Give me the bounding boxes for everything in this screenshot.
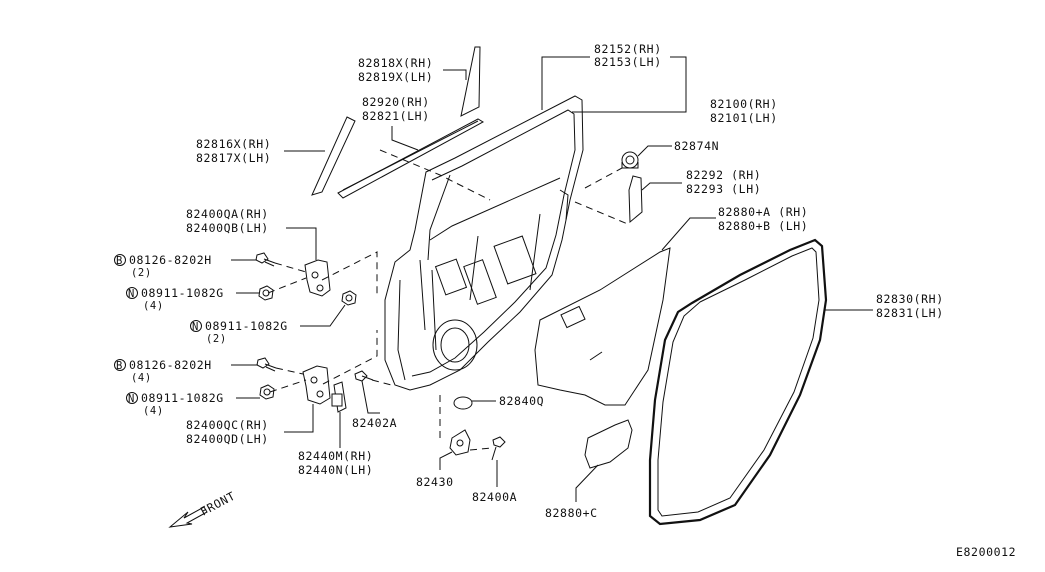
label-82400a: 82400A [472,490,517,504]
label-bolt-qty-upper: (2) [131,267,152,279]
sealing-screen-part [534,247,671,406]
label-82400qb-lh: 82400QB(LH) [186,221,269,235]
label-82874n: 82874N [674,139,719,153]
belt-weatherstrip-part [337,118,485,199]
nut-marker-middle: N [190,320,202,333]
door-panel-part [384,95,584,391]
front-sash-trim-part [311,116,356,196]
label-82440n-lh: 82440N(LH) [298,463,373,477]
front-arrow-icon [168,506,208,528]
label-82880a-rh: 82880+A (RH) [718,205,808,219]
hinge-nut-upper [258,285,274,301]
striker-bolt-part [491,436,506,461]
label-82821-lh: 82821(LH) [362,109,430,123]
door-check-part [331,381,347,413]
lower-hinge-part [302,365,331,405]
label-82440m-rh: 82440M(RH) [298,449,373,463]
striker-part [449,429,471,456]
label-82831-lh: 82831(LH) [876,306,944,320]
label-bolt-qty-lower: (4) [131,372,152,384]
label-82101-lh: 82101(LH) [710,111,778,125]
bolt-marker-lower: B [114,359,126,372]
hinge-bolt-lower [256,357,277,372]
label-82152-rh: 82152(RH) [594,42,662,56]
upper-hinge-part [304,259,331,297]
label-82402a: 82402A [352,416,397,430]
label-82100-rh: 82100(RH) [710,97,778,111]
svg-text:B: B [116,255,123,267]
trim-finisher-part [628,175,643,224]
assembly-guide-lines [267,149,631,451]
label-82430: 82430 [416,475,454,489]
nut-marker-lower: N [126,392,138,405]
label-82400qc-rh: 82400QC(RH) [186,418,269,432]
label-82880b-lh: 82880+B (LH) [718,219,808,233]
svg-text:N: N [192,321,199,333]
svg-text:B: B [116,360,123,372]
label-nut-08911-middle: 08911-1082G [205,319,288,333]
label-82818x-rh: 82818X(RH) [358,56,433,70]
bolt-marker-upper: B [114,254,126,267]
label-bolt-08126-lower: 08126-8202H [129,358,212,372]
hinge-nut-middle [341,290,357,306]
svg-text:N: N [128,288,135,300]
diagram-id: E8200012 [956,545,1016,559]
label-82400qa-rh: 82400QA(RH) [186,207,269,221]
label-82400qd-lh: 82400QD(LH) [186,432,269,446]
label-nut-qty-lower: (4) [143,405,164,417]
label-82817x-lh: 82817X(LH) [196,151,271,165]
door-weatherstrip-part [648,238,828,526]
label-82830-rh: 82830(RH) [876,292,944,306]
label-nut-08911-lower: 08911-1082G [141,391,224,405]
label-nut-08911-upper: 08911-1082G [141,286,224,300]
label-82920-rh: 82920(RH) [362,95,430,109]
label-82819x-lh: 82819X(LH) [358,70,433,84]
label-82293-lh: 82293 (LH) [686,182,761,196]
label-82153-lh: 82153(LH) [594,55,662,69]
leader-lines [231,56,873,502]
outer-sash-moulding-part [460,46,481,117]
label-nut-qty-middle: (2) [206,333,227,345]
hinge-nut-lower [259,384,275,400]
svg-text:N: N [128,393,135,405]
label-82292-rh: 82292 (RH) [686,168,761,182]
nut-marker-upper: N [126,287,138,300]
label-bolt-08126-upper: 08126-8202H [129,253,212,267]
label-front: FRONT [198,489,238,519]
label-82880c: 82880+C [545,506,598,520]
label-nut-qty-upper: (4) [143,300,164,312]
check-link-bolt-part [354,370,374,382]
plug-part [453,396,473,410]
hinge-bolt-upper [255,252,276,267]
sealing-screen-c-part [584,419,633,469]
label-82816x-rh: 82816X(RH) [196,137,271,151]
label-82840q: 82840Q [499,394,544,408]
grommet-part [621,151,639,169]
